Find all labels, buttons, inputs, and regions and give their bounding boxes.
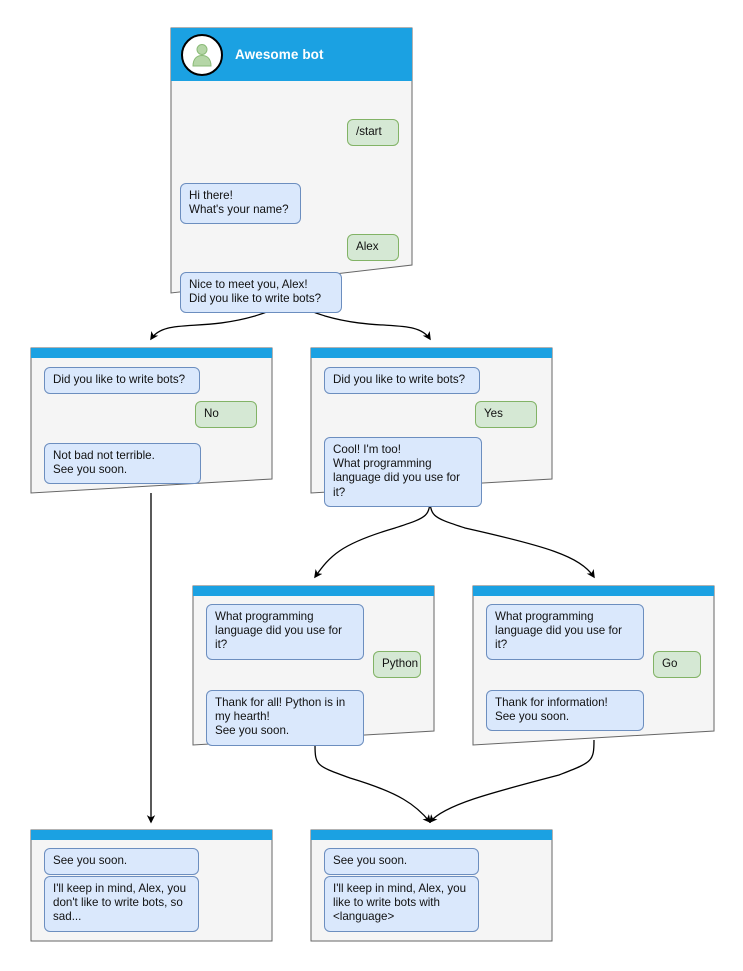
edge-python-to-end-happy xyxy=(314,744,431,824)
card-go-branch-header xyxy=(473,586,714,596)
message-bubble-bot: Cool! I'm too! What programming language… xyxy=(324,437,482,507)
message-bubble-bot: See you soon. xyxy=(44,848,199,876)
message-bubble-bot: Did you like to write bots? xyxy=(44,367,200,395)
card-no-branch[interactable]: Did you like to write bots? No Not bad n… xyxy=(30,347,273,494)
message-bubble-bot: Hi there! What's your name? xyxy=(180,183,301,225)
card-python-branch-header xyxy=(193,586,434,596)
edge-yes-to-python xyxy=(314,494,431,579)
card-start-chat: /start Hi there! What's your name? Alex … xyxy=(171,81,412,314)
message-bubble-bot: I'll keep in mind, Alex, you don't like … xyxy=(44,876,199,932)
message-bubble-bot: See you soon. xyxy=(324,848,479,876)
edge-go-to-end-happy xyxy=(429,739,595,824)
card-yes-branch-chat: Did you like to write bots? Yes Cool! I'… xyxy=(311,358,552,507)
message-bubble-user: Go xyxy=(653,651,701,679)
message-bubble-user: /start xyxy=(347,119,399,147)
card-end-happy[interactable]: See you soon. I'll keep in mind, Alex, y… xyxy=(310,829,553,942)
card-end-sad[interactable]: See you soon. I'll keep in mind, Alex, y… xyxy=(30,829,273,942)
card-start-header: Awesome bot xyxy=(171,28,412,81)
card-go-branch[interactable]: What programming language did you use fo… xyxy=(472,585,715,746)
card-go-branch-chat: What programming language did you use fo… xyxy=(473,596,714,745)
message-bubble-bot: Nice to meet you, Alex! Did you like to … xyxy=(180,272,342,314)
message-bubble-user: No xyxy=(195,401,257,429)
message-bubble-bot: I'll keep in mind, Alex, you like to wri… xyxy=(324,876,479,932)
edge-yes-to-go xyxy=(429,494,595,579)
card-end-sad-chat: See you soon. I'll keep in mind, Alex, y… xyxy=(31,840,272,941)
card-start[interactable]: Awesome bot /start Hi there! What's your… xyxy=(170,27,413,314)
message-bubble-bot: Thank for all! Python is in my hearth! S… xyxy=(206,690,364,746)
card-no-branch-header xyxy=(31,348,272,358)
card-end-happy-chat: See you soon. I'll keep in mind, Alex, y… xyxy=(311,840,552,941)
card-end-sad-header xyxy=(31,830,272,840)
card-yes-branch-header xyxy=(311,348,552,358)
card-yes-branch[interactable]: Did you like to write bots? Yes Cool! I'… xyxy=(310,347,553,507)
message-bubble-bot: What programming language did you use fo… xyxy=(486,604,644,660)
message-bubble-bot: Did you like to write bots? xyxy=(324,367,480,395)
card-python-branch-chat: What programming language did you use fo… xyxy=(193,596,434,746)
card-python-branch[interactable]: What programming language did you use fo… xyxy=(192,585,435,746)
message-bubble-bot: What programming language did you use fo… xyxy=(206,604,364,660)
message-bubble-user: Alex xyxy=(347,234,399,262)
message-bubble-user: Python xyxy=(373,651,421,679)
card-no-branch-chat: Did you like to write bots? No Not bad n… xyxy=(31,358,272,493)
message-bubble-bot: Not bad not terrible. See you soon. xyxy=(44,443,201,485)
card-end-happy-header xyxy=(311,830,552,840)
message-bubble-user: Yes xyxy=(475,401,537,429)
message-bubble-bot: Thank for information! See you soon. xyxy=(486,690,644,732)
bot-title: Awesome bot xyxy=(235,47,324,62)
user-avatar-icon xyxy=(181,33,223,76)
